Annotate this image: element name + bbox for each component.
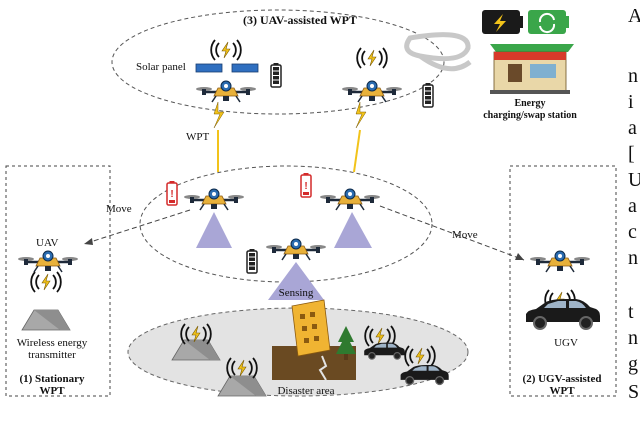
uav-icon bbox=[528, 249, 592, 274]
energy-bolt-icon bbox=[221, 41, 231, 59]
wireless-transmitter-icon bbox=[21, 309, 71, 331]
uav-icon bbox=[264, 237, 328, 262]
edge-letter: n bbox=[628, 327, 638, 349]
ugv-wpt-box bbox=[509, 165, 617, 397]
edge-letter: [ bbox=[628, 143, 635, 165]
move-arrow-left bbox=[83, 209, 191, 245]
sensing-label: Sensing bbox=[279, 287, 314, 299]
edge-letter: n bbox=[628, 247, 638, 269]
ugv-car-icon bbox=[525, 298, 601, 330]
stationary-label-1: (1) Stationary bbox=[19, 373, 85, 385]
uav-wpt-region bbox=[111, 9, 445, 115]
battery-full-icon bbox=[422, 82, 434, 108]
wireless-label-2: transmitter bbox=[28, 349, 76, 361]
uav-wpt-title: (3) UAV-assisted WPT bbox=[243, 13, 357, 27]
solar-panel-icon bbox=[231, 63, 259, 73]
edge-letter: i bbox=[628, 91, 634, 113]
battery-low-icon bbox=[300, 172, 312, 198]
edge-letter: a bbox=[628, 195, 637, 217]
uav-label: UAV bbox=[36, 237, 58, 249]
sensing-cone bbox=[268, 262, 324, 300]
wpt-label: WPT bbox=[186, 131, 210, 143]
move-label-left: Move bbox=[106, 203, 132, 215]
sensing-cone bbox=[196, 212, 232, 248]
sensing-cone bbox=[334, 212, 372, 248]
edge-letter: a bbox=[628, 117, 637, 139]
uav-icon bbox=[340, 79, 404, 104]
energy-bolt-icon bbox=[367, 49, 377, 67]
move-arrow-right bbox=[379, 205, 525, 261]
flight-path bbox=[404, 32, 471, 62]
move-label-right: Move bbox=[452, 229, 478, 241]
charging-uav-top bbox=[340, 47, 404, 104]
battery-low-icon bbox=[166, 180, 178, 206]
wpt-beam-right bbox=[355, 101, 367, 129]
energy-station-label-1: Energy bbox=[514, 98, 545, 109]
edge-letter: n bbox=[628, 65, 638, 87]
disaster-area-label: Disaster area bbox=[277, 385, 334, 397]
edge-letter: g bbox=[628, 353, 638, 375]
flight-path bbox=[418, 53, 472, 72]
solar-panel-icon bbox=[195, 63, 223, 73]
energy-station-label-2: charging/swap station bbox=[483, 110, 577, 121]
stationary-label-2: WPT bbox=[39, 385, 65, 397]
mission-area-region bbox=[139, 165, 433, 283]
ugv-label: UGV bbox=[554, 337, 578, 349]
ugv-wpt-label-1: (2) UGV-assisted bbox=[523, 373, 602, 385]
edge-letter: t bbox=[628, 301, 634, 323]
energy-bolt-icon bbox=[41, 273, 51, 291]
edge-letter: S bbox=[628, 381, 639, 403]
edge-letter: A bbox=[628, 5, 640, 27]
edge-letter: U bbox=[628, 169, 640, 191]
uav-icon bbox=[182, 187, 246, 212]
solar-uav bbox=[194, 39, 259, 104]
energy-station-icon bbox=[482, 10, 574, 94]
wireless-label-1: Wireless energy bbox=[17, 337, 88, 349]
battery-full-icon bbox=[270, 62, 282, 88]
solar-panel-label: Solar panel bbox=[136, 61, 186, 73]
uav-icon bbox=[16, 249, 80, 274]
battery-full-icon bbox=[246, 248, 258, 274]
wpt-beam-left bbox=[213, 101, 225, 129]
collapsed-building-icon bbox=[272, 299, 356, 381]
stationary-wpt-box bbox=[5, 165, 111, 397]
ugv-wpt-label-2: WPT bbox=[549, 385, 575, 397]
wpt-beam-line bbox=[353, 129, 361, 173]
edge-letter: c bbox=[628, 221, 637, 243]
cropped-side-text: A n i a [ U a c n t n g S bbox=[628, 5, 640, 403]
uav-icon bbox=[318, 187, 382, 212]
uav-icon bbox=[194, 79, 258, 104]
